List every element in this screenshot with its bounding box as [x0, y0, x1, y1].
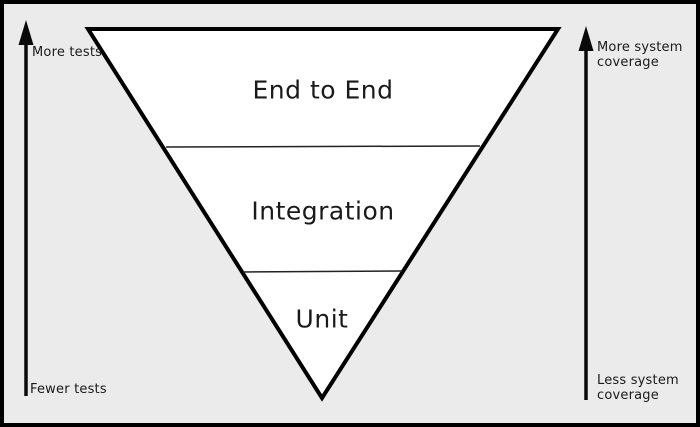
layer-label-integration: Integration [251, 196, 395, 226]
right-axis-top-label: More system coverage [597, 40, 683, 70]
right-axis-bottom-label: Less system coverage [597, 373, 679, 403]
right-axis-arrow [578, 26, 594, 400]
inverted-pyramid-shape [84, 27, 562, 402]
divider-integration-unit [242, 270, 403, 273]
left-axis-arrow [18, 20, 34, 396]
layer-label-end-to-end: End to End [252, 75, 394, 105]
left-arrow-up-icon [18, 20, 34, 45]
right-arrow-up-icon [578, 26, 594, 51]
layer-label-unit: Unit [295, 304, 349, 334]
left-axis-top-label: More tests [32, 45, 103, 60]
divider-end-to-end-integration [165, 145, 481, 148]
left-axis-bottom-label: Fewer tests [30, 382, 107, 397]
